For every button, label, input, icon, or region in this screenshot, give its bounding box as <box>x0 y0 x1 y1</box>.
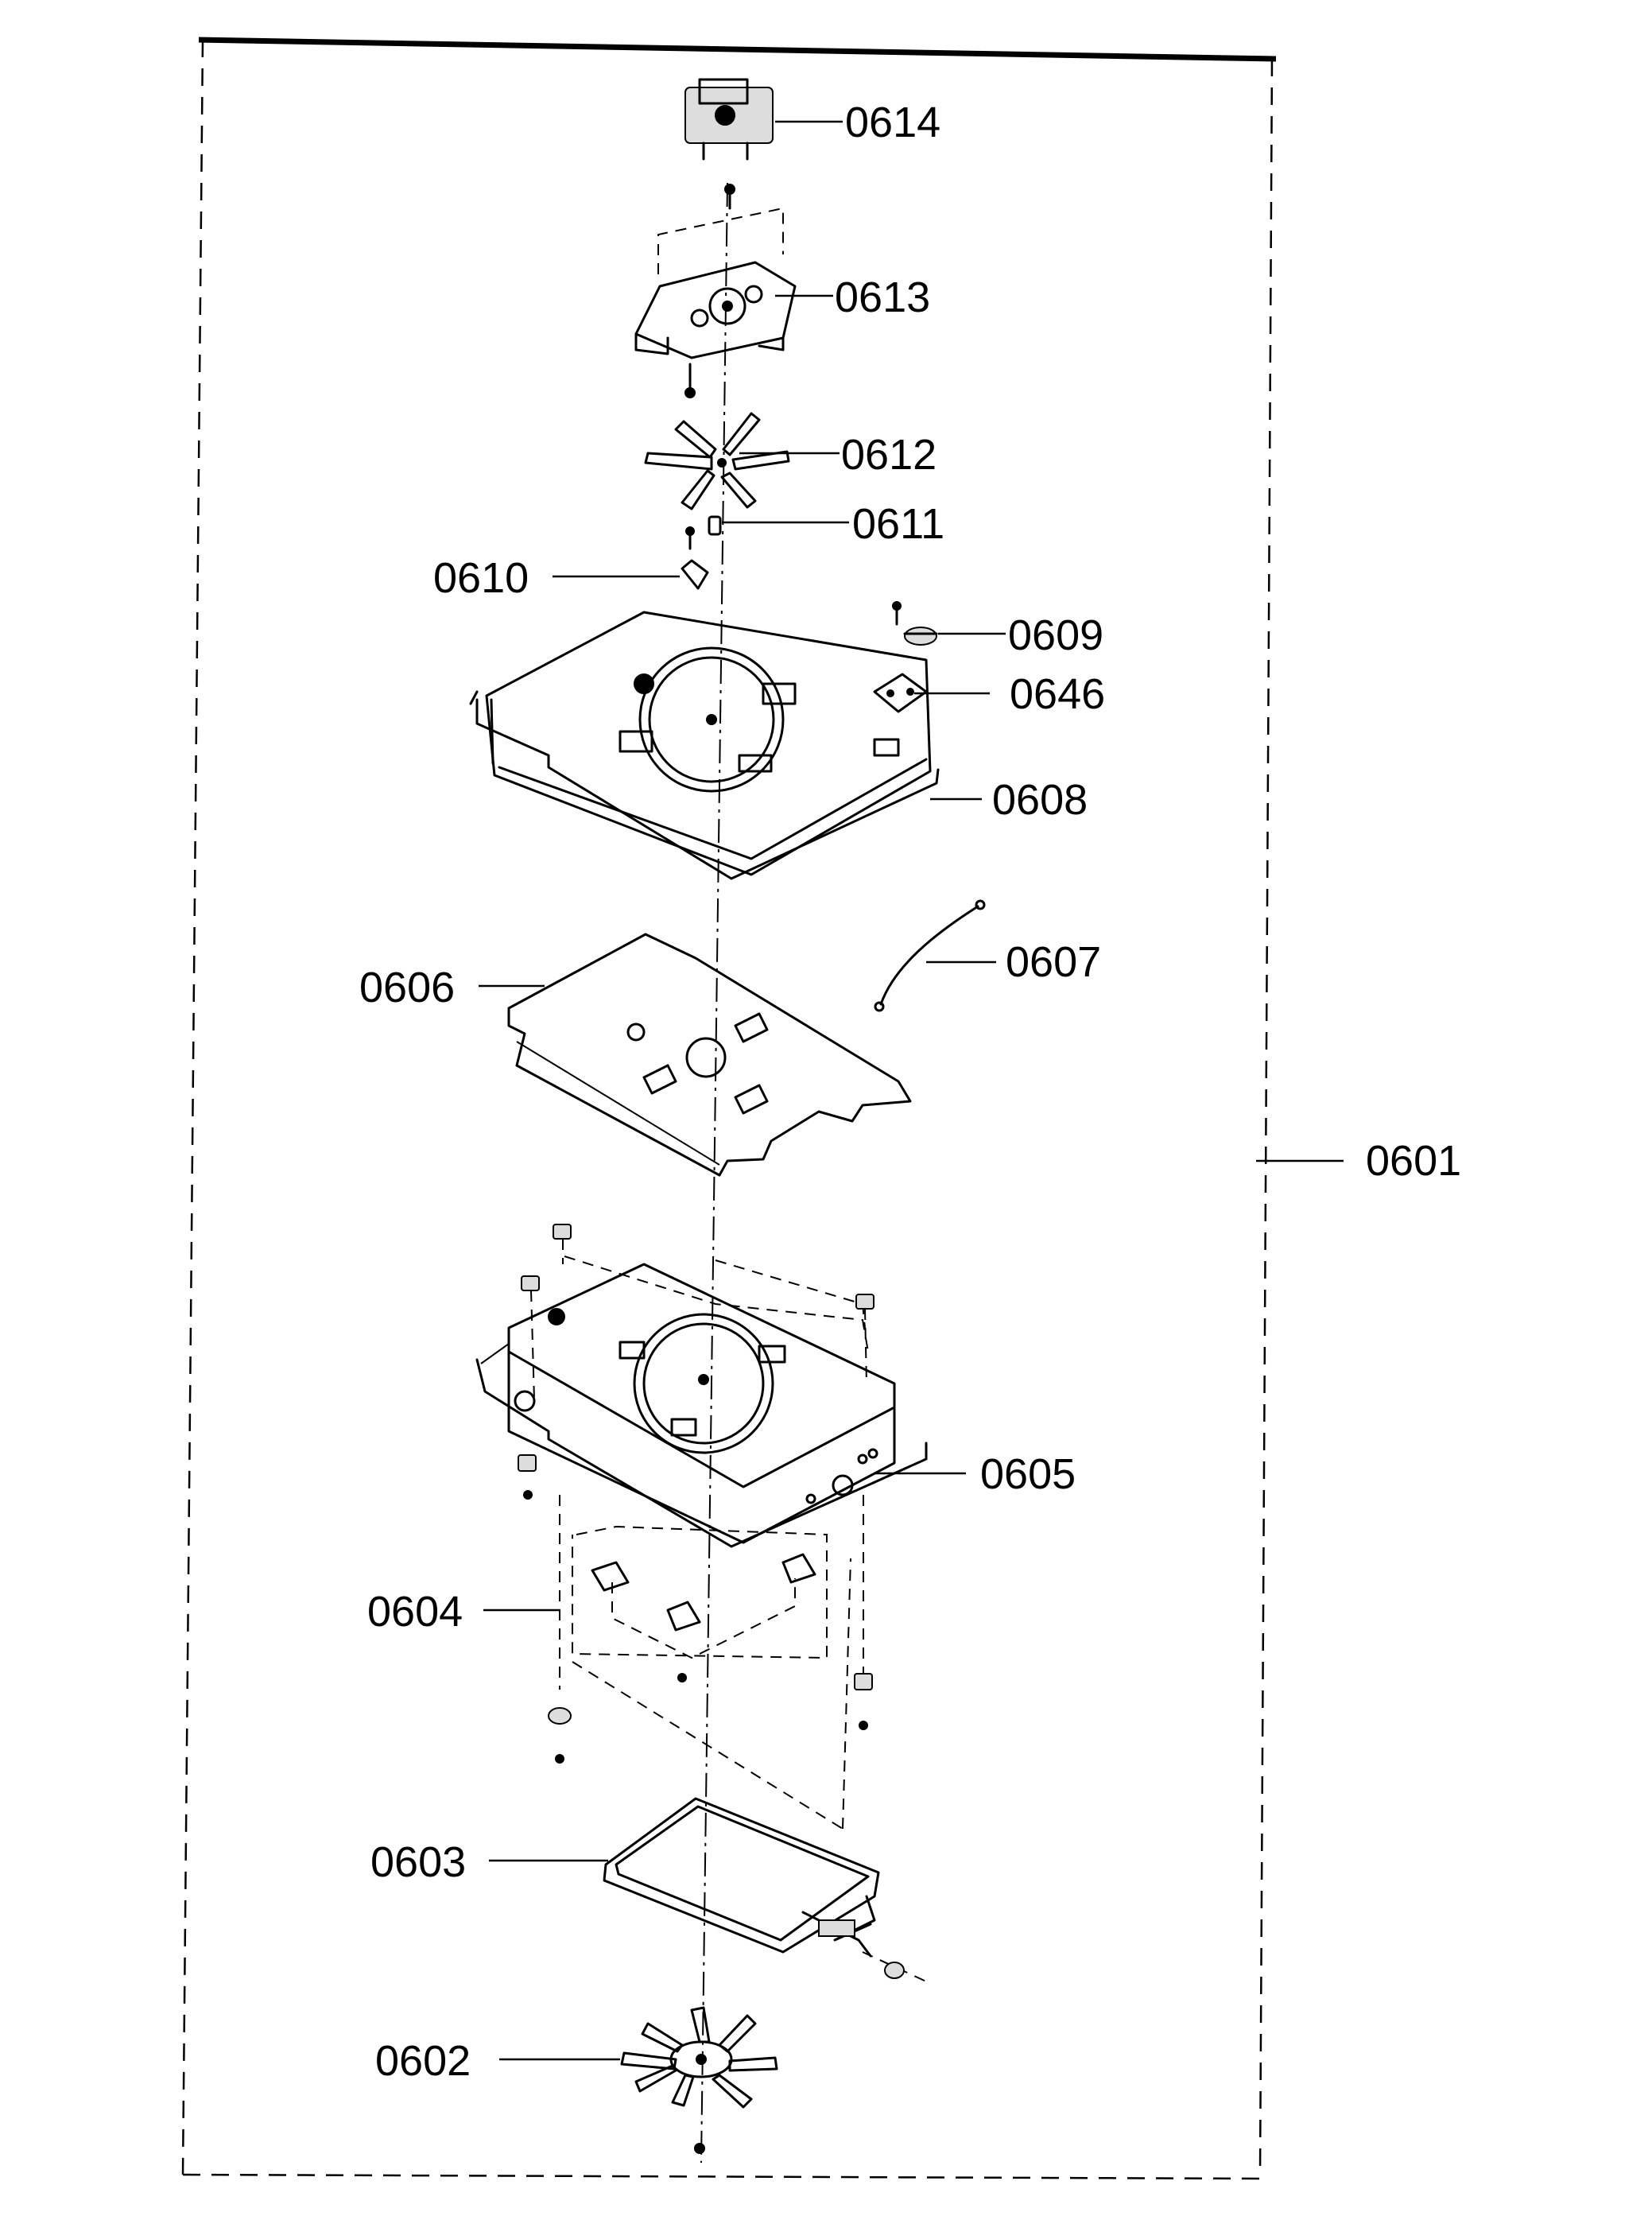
heating-element-part <box>603 1797 927 1982</box>
screw-part <box>684 363 696 398</box>
shaft-coupler-part <box>708 515 722 536</box>
callout-0609: 0609 <box>1008 611 1103 659</box>
leader-lines <box>479 120 1344 2061</box>
callout-0607: 0607 <box>1006 938 1101 986</box>
wire-part <box>874 899 986 1012</box>
convection-fan-part <box>620 2006 778 2154</box>
callout-0612: 0612 <box>841 431 937 479</box>
callout-0613: 0613 <box>835 274 930 321</box>
callout-labels: 0614 0613 0612 0611 0610 0609 0646 0608 … <box>359 99 1461 2085</box>
callout-0646: 0646 <box>1010 670 1105 718</box>
callout-0611: 0611 <box>852 500 944 548</box>
callout-0606: 0606 <box>359 964 455 1011</box>
callout-0608: 0608 <box>992 776 1088 824</box>
callout-0610: 0610 <box>433 554 529 602</box>
clip-part <box>681 526 709 590</box>
motor-bracket-part <box>634 207 797 359</box>
callout-0601: 0601 <box>1366 1137 1461 1185</box>
assembly-boundary <box>181 37 1277 2180</box>
callout-0603: 0603 <box>370 1838 466 1886</box>
small-fan-part <box>644 412 790 510</box>
callout-0604: 0604 <box>367 1588 463 1636</box>
top-cover-part <box>469 611 940 880</box>
callout-0605: 0605 <box>980 1450 1076 1498</box>
insulation-sheet-part <box>507 933 912 1177</box>
callout-0614: 0614 <box>845 99 940 146</box>
nut-part <box>521 1224 874 1400</box>
support-bracket-group-part <box>572 1525 851 1830</box>
motor-part <box>684 78 774 161</box>
mount-hardware-part <box>518 1454 873 1764</box>
callout-0602: 0602 <box>375 2037 471 2085</box>
center-axis <box>700 182 728 2164</box>
base-plate-part <box>475 1255 928 1548</box>
screw-part <box>724 184 735 210</box>
thermostat-part <box>892 601 938 646</box>
thermostat-bracket-part <box>873 673 928 713</box>
